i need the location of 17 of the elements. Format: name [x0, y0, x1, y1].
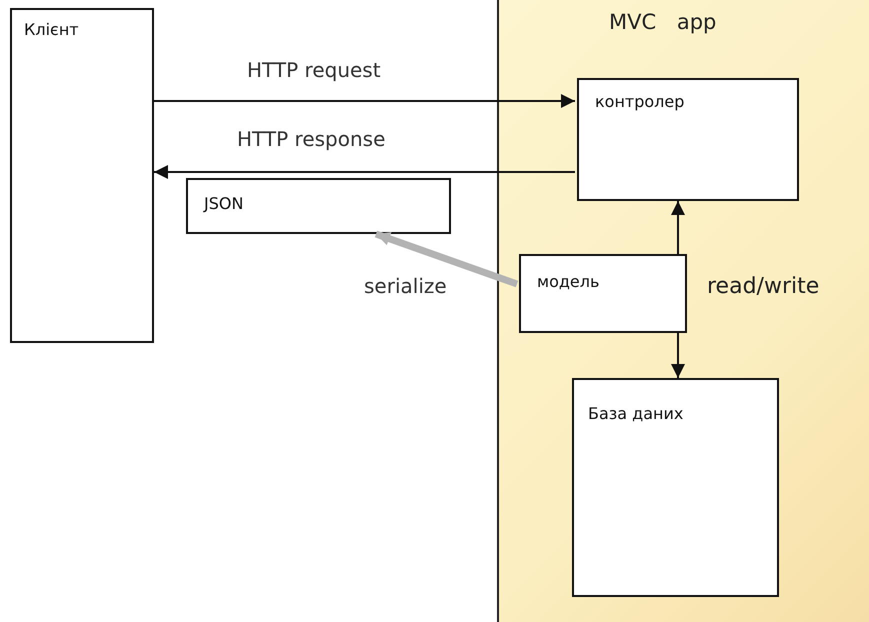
box-label: модель: [537, 272, 600, 291]
arrow: [671, 333, 685, 378]
arrow: [671, 201, 685, 254]
process-box: [572, 378, 779, 597]
arrow: [154, 165, 575, 179]
panel-title: MVC app: [609, 10, 716, 34]
note-label: read/write: [707, 274, 820, 299]
process-box: [519, 254, 687, 333]
process-box: [577, 78, 799, 201]
process-box: [10, 8, 154, 343]
app-panel: [497, 0, 869, 622]
box-label: Клієнт: [24, 20, 80, 39]
box-label: JSON: [204, 194, 244, 213]
box-label: База даних: [588, 404, 684, 423]
box-label: контролер: [595, 92, 686, 111]
arrow: [154, 94, 575, 108]
process-box: [186, 178, 451, 234]
